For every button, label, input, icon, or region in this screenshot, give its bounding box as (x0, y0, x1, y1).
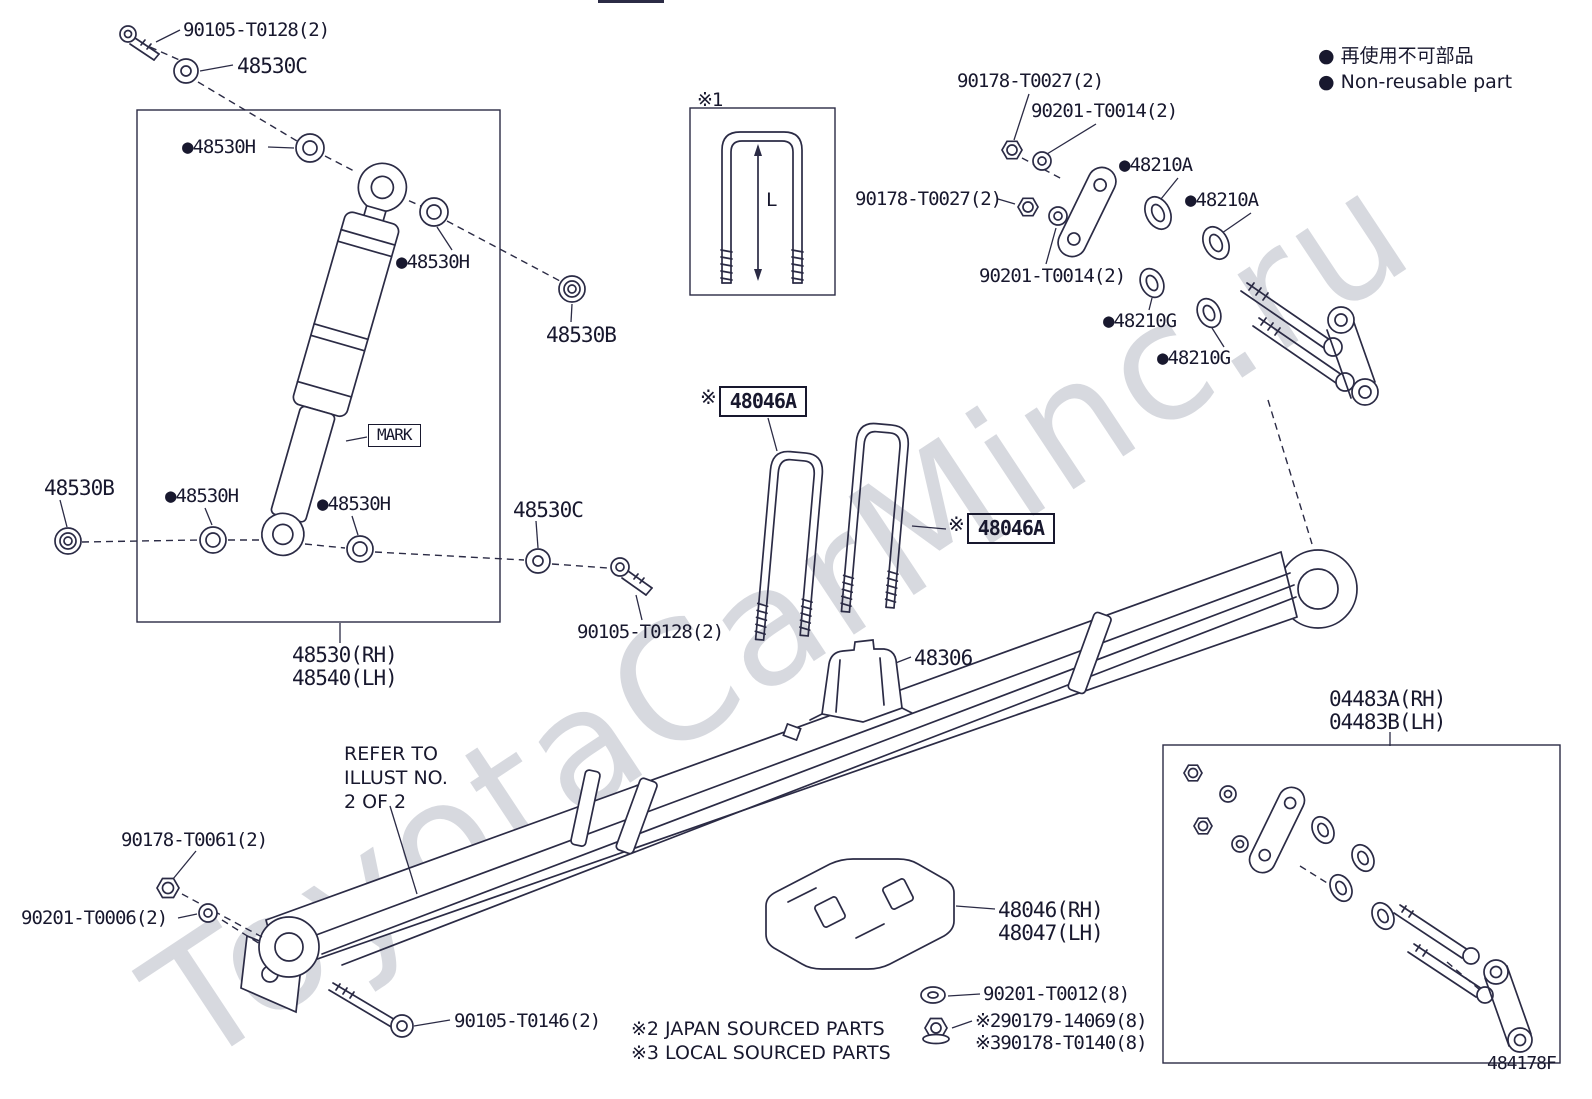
kit-shackle-link (1483, 959, 1533, 1053)
center-bolt-hole (782, 722, 802, 742)
bushing-48210a-1 (1144, 195, 1172, 231)
u-bolt-48046a-left (754, 450, 824, 641)
bushing-48210a-2 (1202, 225, 1230, 261)
dimension-l (754, 144, 762, 281)
u-bolt-48046a-right (840, 422, 910, 613)
shackle-pin-2 (1252, 317, 1355, 392)
spring-clip (570, 769, 601, 847)
shackle-pin-1 (1240, 282, 1343, 357)
shackle-kit-contents (1183, 764, 1533, 1053)
label-leader-lines (59, 29, 1391, 1029)
shock-group-box (136, 109, 501, 623)
bushing-48210g-2 (1196, 297, 1222, 329)
spring-clamp-1 (615, 777, 658, 855)
kit-pin-2 (1407, 943, 1494, 1004)
shock-hardware (54, 25, 653, 596)
shackle-plate (1057, 166, 1117, 258)
shackle-link (1326, 306, 1379, 406)
bottom-hardware (920, 986, 950, 1045)
ubolt-reference (720, 131, 804, 284)
kit-shackle-plate (1248, 786, 1306, 874)
bumper-bracket-48306 (809, 639, 913, 723)
long-bolt-90105-t0146 (328, 982, 414, 1038)
spring-seat-48046 (765, 858, 955, 970)
bolt-icon-top (119, 25, 160, 61)
front-hardware (156, 877, 414, 1038)
upper-shackle-assembly (1001, 140, 1379, 406)
thread-hatching (720, 249, 804, 281)
ubolt-reference-box (689, 107, 836, 296)
bushing-48210g-1 (1139, 267, 1165, 299)
bolt-icon-bottom (610, 557, 653, 596)
shock-absorber (261, 162, 408, 557)
shackle-kit-box (1162, 744, 1561, 1064)
leaf-spring (240, 549, 1358, 1014)
kit-pin-1 (1393, 904, 1480, 965)
spring-clamp-2 (1067, 611, 1112, 695)
frame-fragment (598, 0, 664, 3)
